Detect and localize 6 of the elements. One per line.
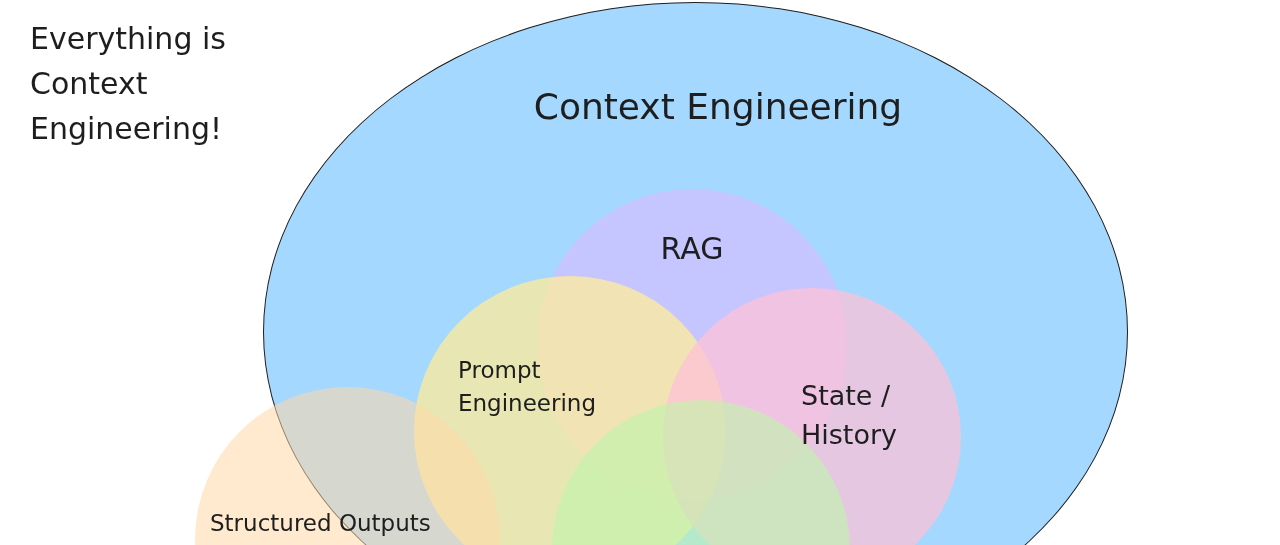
title: Everything is Context Engineering! [30,20,227,148]
set-label: Prompt Engineering [458,356,597,419]
set-label: Context Engineering [532,85,904,129]
set-label: State / History [801,379,899,453]
set-label: RAG [659,230,725,268]
set-label: Structured Outputs [210,509,432,538]
